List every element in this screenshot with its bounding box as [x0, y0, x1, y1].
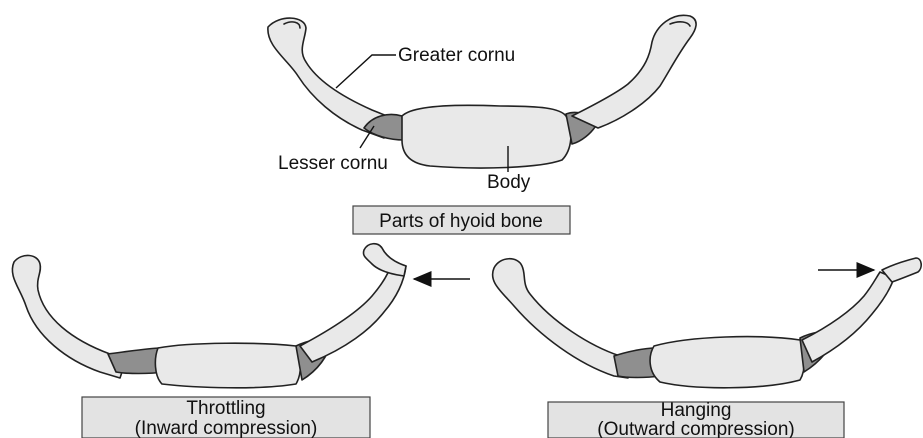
hanging-caption-line2: (Outward compression) — [597, 419, 794, 438]
parts-caption: Parts of hyoid bone — [379, 211, 543, 232]
lesser-cornu-label: Lesser cornu — [278, 153, 388, 174]
top-hyoid-bone — [268, 15, 696, 168]
greater-cornu-right — [572, 15, 696, 128]
hanging-greater-cornu-right — [802, 272, 894, 362]
hanging-greater-cornu-left — [493, 259, 632, 378]
greater-cornu-leader — [336, 55, 396, 88]
throttling-greater-cornu-tip — [363, 244, 406, 276]
hanging-hyoid-bone — [493, 258, 922, 388]
throttling-caption-line1: Throttling — [186, 398, 265, 419]
throttling-greater-cornu-left — [12, 255, 126, 378]
hyoid-body — [402, 105, 571, 168]
throttling-caption-line2: (Inward compression) — [135, 418, 318, 438]
body-label: Body — [487, 172, 531, 193]
hanging-body — [650, 337, 804, 388]
greater-cornu-label: Greater cornu — [398, 45, 515, 66]
throttling-hyoid-bone — [12, 244, 406, 388]
throttling-body — [155, 343, 300, 388]
throttling-greater-cornu-right — [300, 262, 406, 362]
hanging-caption-line1: Hanging — [661, 400, 732, 421]
